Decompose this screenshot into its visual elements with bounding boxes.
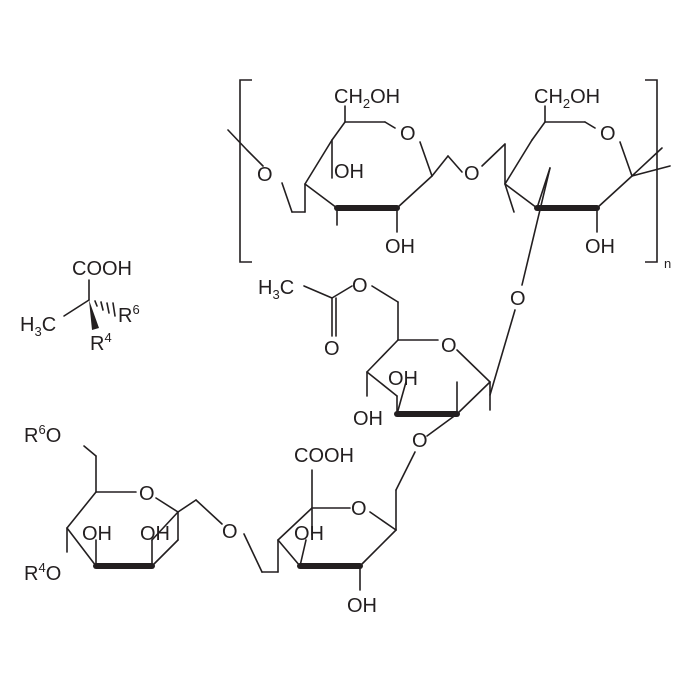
ring-5-r6-oxygen: R6O (24, 422, 61, 447)
sugar-ring-1 (227, 105, 449, 233)
ring-3-oh-c3: OH (388, 368, 418, 390)
svg-text:R4: R4 (90, 330, 112, 355)
ring-5-oh-c2: OH (140, 523, 170, 545)
repeat-count-label: n (664, 256, 671, 271)
fragment-h3c: H3C (20, 314, 56, 339)
ring-4-oxygen: O (351, 498, 367, 520)
ring-5-oh-c3: OH (82, 523, 112, 545)
fragment-cooh: COOH (72, 258, 132, 280)
fragment-r6: R6 (118, 302, 140, 327)
ring-4-cooh: COOH (294, 445, 354, 467)
ring-2-oh-c2: OH (585, 236, 615, 258)
ring-1-oh-c2: OH (385, 236, 415, 258)
repeat-bracket-right (645, 79, 658, 263)
svg-text:H3C: H3C (20, 314, 56, 339)
ring-5-oxygen: O (139, 483, 155, 505)
sugar-ring-2 (504, 105, 671, 233)
ring-2-oxygen: O (600, 123, 616, 145)
svg-text:CH2OH: CH2OH (534, 86, 600, 111)
ring-4-oh-c3: OH (294, 523, 324, 545)
ring-1-ch2oh: CH2OH (334, 86, 400, 111)
ring-1-oh-c3: OH (334, 161, 364, 183)
link-oxygen-5-4: O (222, 521, 238, 543)
link-oxygen-1-2: O (464, 163, 480, 185)
ring-4-oh-c2: OH (347, 595, 377, 617)
ring-5-r4-oxygen: R4O (24, 560, 61, 585)
svg-text:R6O: R6O (24, 422, 61, 447)
ring-1-left-oxygen: O (257, 164, 273, 186)
sugar-ring-3 (366, 301, 491, 437)
branch-oxygen-lower: O (412, 430, 428, 452)
sugar-ring-4 (243, 469, 397, 591)
svg-text:R6: R6 (118, 302, 140, 327)
svg-text:R4O: R4O (24, 560, 61, 585)
acetyl-carbonyl-oxygen: O (324, 338, 340, 360)
acetyl-ester-oxygen: O (352, 275, 368, 297)
svg-text:CH2OH: CH2OH (334, 86, 400, 111)
ring-3-oxygen: O (441, 335, 457, 357)
branch-oxygen-upper: O (510, 288, 526, 310)
ring-2-ch2oh: CH2OH (534, 86, 600, 111)
repeat-bracket-left (239, 79, 252, 263)
fragment-r4: R4 (90, 330, 112, 355)
ring-3-oh-c4: OH (353, 408, 383, 430)
svg-text:H3C: H3C (258, 277, 294, 302)
sugar-ring-5 (66, 445, 197, 569)
ring-1-oxygen: O (400, 123, 416, 145)
pyruvate-fragment: COOH H3C R6 R4 (20, 258, 140, 355)
acetyl-group: H3C (258, 277, 353, 337)
